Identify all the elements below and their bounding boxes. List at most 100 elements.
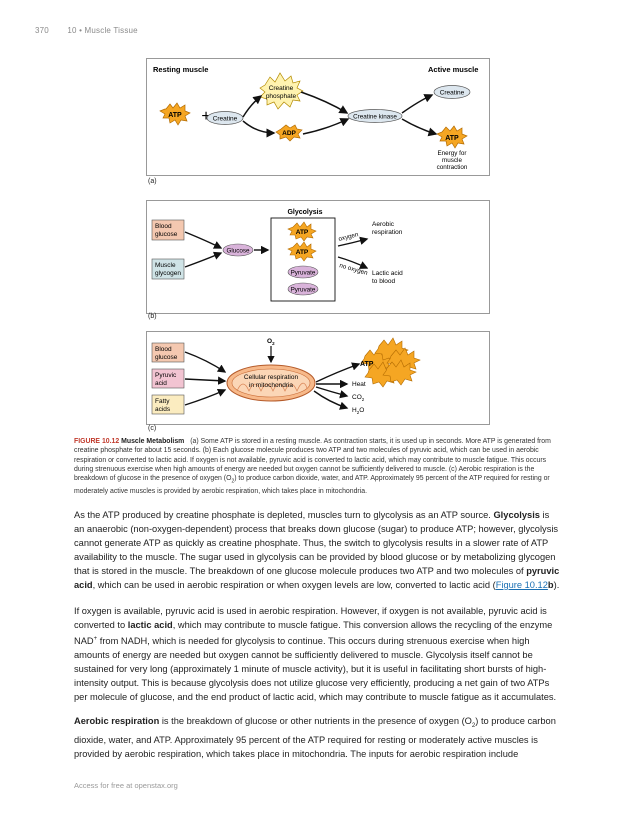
arrow-pyruvic [184, 376, 227, 385]
arrow-muscle-glycogen [184, 251, 223, 268]
term-pyruvic-acid: pyruvic acid [74, 566, 560, 590]
figure-b-panel: Glycolysis Blood glucose Muscle glycogen… [146, 200, 490, 314]
atp-starburst [159, 102, 191, 126]
cellular-respiration-label-1: Cellular respiration [244, 374, 299, 381]
arrow-to-adp [242, 120, 276, 138]
creatine-phosphate-starburst [259, 72, 304, 110]
aerobic-label-2: respiration [372, 229, 403, 236]
arrow-blood-glucose [184, 231, 223, 249]
arrow-to-co2 [315, 386, 349, 399]
atp-label-2: ATP [296, 249, 309, 256]
panel-label-c: (c) [148, 425, 157, 432]
heat-label: Heat [352, 381, 366, 388]
creatine-phosphate-label-2: phosphate [266, 93, 297, 100]
caption-text-1: (a) Some ATP is stored in a resting musc… [74, 438, 551, 483]
figure-a-diagram: Resting muscle Active muscle ATP + Creat… [153, 65, 478, 171]
arrow-to-creatine-out [401, 94, 434, 114]
resting-muscle-label: Resting muscle [153, 65, 208, 74]
lactic-label-2: to blood [372, 278, 396, 285]
footer: Access for free at openstax.org [74, 781, 178, 790]
figure-c-diagram: Blood glucose Pyruvic acid Fatty acids O… [151, 337, 421, 415]
figure-caption: FIGURE 10.12 Muscle Metabolism (a) Some … [74, 437, 558, 496]
caption-subscript: 2 [231, 478, 235, 485]
atp-label-1: ATP [296, 229, 309, 236]
fatty-label-2: acids [155, 406, 171, 413]
mitochondrion-inner [231, 368, 311, 398]
paragraph-lactic-acid: If oxygen is available, pyruvic acid is … [74, 604, 560, 704]
pyruvate-node-2 [287, 282, 319, 296]
adp-label: ADP [282, 130, 296, 137]
chapter-title: 10 • Muscle Tissue [67, 26, 138, 35]
glycolysis-label: Glycolysis [287, 209, 322, 216]
fatty-acids-box [151, 394, 185, 415]
o2-subscript: 2 [471, 722, 476, 729]
paragraph-glycolysis: As the ATP produced by creatine phosphat… [74, 508, 560, 592]
arrow-to-atp [315, 362, 361, 383]
muscle-glycogen-label-2: glycogen [155, 270, 181, 277]
arrow-to-creatine-phosphate [242, 95, 263, 118]
aerobic-label-1: Aerobic [372, 221, 395, 228]
creatine-node [206, 111, 244, 125]
para1-text-1: As the ATP produced by creatine phosphat… [74, 510, 494, 520]
figure-c-panel: Blood glucose Pyruvic acid Fatty acids O… [146, 331, 490, 425]
figure-title: Muscle Metabolism [121, 438, 185, 445]
paragraph-aerobic: Aerobic respiration is the breakdown of … [74, 714, 560, 761]
creatine-phosphate-label-1: Creatine [269, 85, 294, 92]
muscle-glycogen-box [151, 258, 185, 280]
lactic-label-1: Lactic acid [372, 270, 403, 277]
panel-label-b: (b) [148, 313, 157, 320]
pyruvic-label-1: Pyruvic [155, 372, 177, 379]
oxygen-label: oxygen [338, 231, 360, 243]
arrow-cp-to-kinase [300, 91, 349, 114]
para2-text-2: , which may contribute to muscle fatigue… [74, 620, 553, 647]
co2-label: CO2 [352, 394, 365, 402]
arrow-to-h2o [313, 390, 349, 410]
arrow-to-atp-out [401, 118, 438, 137]
atp-starburst-1 [287, 221, 317, 242]
arrow-adp-to-kinase [302, 118, 350, 135]
atp-label: ATP [168, 112, 182, 119]
atp-cluster [360, 337, 421, 388]
figure-a-panel: Resting muscle Active muscle ATP + Creat… [146, 58, 490, 176]
atp-out-label: ATP [445, 135, 459, 142]
glucose-node [222, 243, 254, 257]
atp-out-starburst [436, 125, 468, 149]
creatine-label: Creatine [213, 116, 238, 123]
term-glycolysis: Glycolysis [493, 510, 540, 520]
figure-b-diagram: Glycolysis Blood glucose Muscle glycogen… [151, 209, 403, 302]
mitochondrion-cristae [236, 382, 308, 392]
blood-glucose-label-1: Blood [155, 223, 172, 230]
arrow-oxygen [337, 236, 369, 247]
para1-text-4: ). [553, 580, 560, 590]
para3-text-1: is the breakdown of glucose or other nut… [159, 716, 472, 726]
atp-starburst-2 [287, 241, 317, 262]
para1-text-3: , which can be used in aerobic respirati… [92, 580, 496, 590]
cellular-respiration-label-2: in mitochondria [249, 382, 293, 389]
figure-number: FIGURE 10.12 [74, 438, 120, 445]
glucose-label: Glucose [226, 248, 250, 255]
para2-text-1: If oxygen is available, pyruvic acid is … [74, 606, 547, 630]
para3-text-2: ) to produce carbon dioxide, water, and … [74, 716, 556, 759]
arrow-blood-glucose-c [184, 351, 227, 373]
energy-label-1: Energy for [437, 150, 466, 157]
pyruvate-node-1 [287, 265, 319, 279]
caption-text-2: ) to produce carbon dioxide, water, and … [74, 475, 550, 495]
page-number: 370 [35, 26, 49, 35]
muscle-glycogen-label-1: Muscle [155, 262, 176, 269]
blood-glucose-c-label-2: glucose [155, 354, 178, 361]
active-muscle-label: Active muscle [428, 65, 478, 74]
o2-label: O2 [267, 338, 275, 346]
figure-link[interactable]: Figure 10.12 [495, 580, 548, 590]
figure-link-panel: b [547, 580, 554, 590]
creatine-kinase-node [347, 109, 403, 123]
arrow-no-oxygen [337, 256, 369, 269]
nad-superscript: + [93, 636, 98, 642]
energy-label-2: muscle [442, 157, 462, 164]
pyruvic-acid-box [151, 368, 185, 389]
no-oxygen-label: no oxygen [338, 262, 368, 277]
plus-sign: + [201, 108, 210, 125]
pyruvate-label-1: Pyruvate [291, 270, 316, 277]
blood-glucose-box [151, 219, 185, 241]
creatine-kinase-label: Creatine kinase [353, 114, 397, 121]
blood-glucose-c-label-1: Blood [155, 346, 172, 353]
